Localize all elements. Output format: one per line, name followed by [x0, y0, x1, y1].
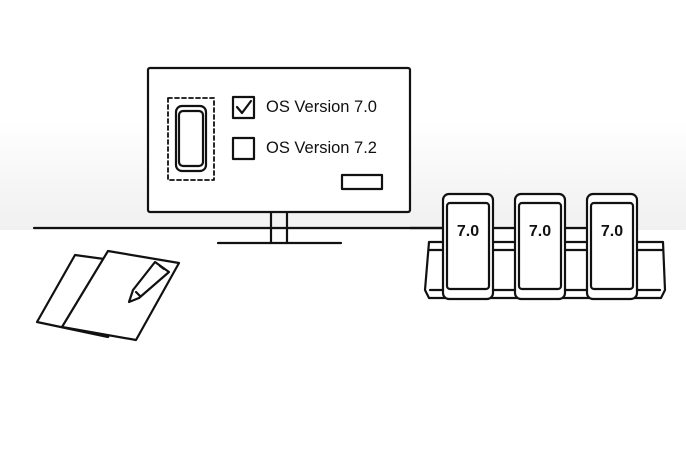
checkmark-icon	[235, 99, 253, 115]
device-selection-frame	[167, 97, 215, 181]
apply-button	[340, 173, 384, 191]
docked-phone-2	[513, 192, 567, 301]
device-version-label: 7.0	[456, 223, 480, 240]
checkbox-os-7-2	[231, 136, 256, 161]
device-version-label: 7.0	[528, 223, 552, 240]
monitor-stand	[216, 210, 343, 245]
docked-phone-1	[441, 192, 495, 301]
phone-icon	[174, 104, 208, 173]
option-label-os-7-0: OS Version 7.0	[266, 98, 377, 116]
option-label-os-7-2: OS Version 7.2	[266, 139, 377, 157]
device-version-label: 7.0	[600, 223, 624, 240]
checkbox-os-7-0	[231, 95, 256, 120]
pencil-icon	[127, 260, 171, 304]
docked-phone-3	[585, 192, 639, 301]
